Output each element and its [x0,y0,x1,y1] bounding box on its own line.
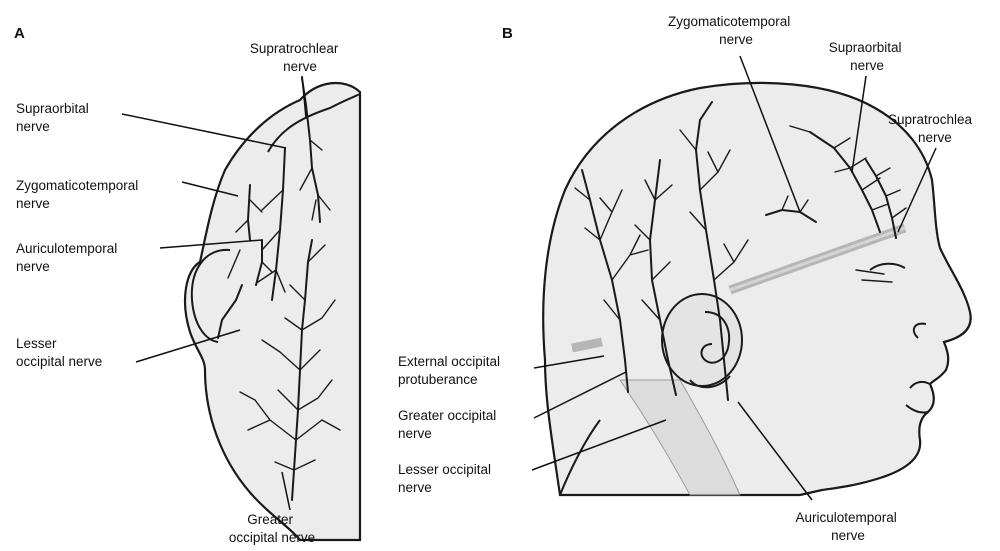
label-b-auriculotemporal-line2: nerve [831,528,865,543]
label-a-supratrochlear-line2: nerve [283,59,317,74]
panel-a: A [14,25,360,545]
label-b-supratrochlear-line1: Supratrochlea [888,112,973,127]
panel-b-head-outline [543,83,970,495]
label-b-zygomaticotemporal-line2: nerve [719,32,753,47]
label-a-lesser-occipital-line1: Lesser [16,336,57,351]
label-b-zygomaticotemporal: Zygomaticotemporal nerve [668,14,794,47]
label-a-supraorbital: Supraorbital nerve [16,101,93,134]
label-b-zygomaticotemporal-line1: Zygomaticotemporal [668,14,790,29]
label-b-lesser-occipital-line2: nerve [398,480,432,495]
label-a-auriculotemporal-line2: nerve [16,259,50,274]
label-a-zygomaticotemporal-line2: nerve [16,196,50,211]
label-b-lesser-occipital: Lesser occipital nerve [398,462,495,495]
label-a-supratrochlear-line1: Supratrochlear [250,41,339,56]
label-a-zygomaticotemporal-line1: Zygomaticotemporal [16,178,138,193]
label-b-greater-occipital-line1: Greater occipital [398,408,496,423]
label-b-supraorbital: Supraorbital nerve [829,40,906,73]
panel-b-occipital-band [572,342,602,348]
label-b-lesser-occipital-line1: Lesser occipital [398,462,491,477]
label-a-greater-occipital-line1: Greater [247,512,293,527]
label-b-supraorbital-line1: Supraorbital [829,40,902,55]
label-b-supratrochlear-line2: nerve [918,130,952,145]
label-b-greater-occipital-line2: nerve [398,426,432,441]
label-b-external-occipital-line2: protuberance [398,372,478,387]
label-a-supratrochlear: Supratrochlear nerve [250,41,342,74]
panel-b-letter: B [502,25,513,42]
label-a-zygomaticotemporal: Zygomaticotemporal nerve [16,178,142,211]
label-b-external-occipital-line1: External occipital [398,354,500,369]
panel-a-head-outline [185,83,360,540]
label-b-auriculotemporal: Auriculotemporal nerve [795,510,900,543]
label-b-supraorbital-line2: nerve [850,58,884,73]
label-a-lesser-occipital: Lesser occipital nerve [16,336,102,369]
label-a-auriculotemporal: Auriculotemporal nerve [16,241,121,274]
panel-b-ear [662,294,742,387]
label-a-supraorbital-line2: nerve [16,119,50,134]
label-a-lesser-occipital-line2: occipital nerve [16,354,102,369]
label-a-supraorbital-line1: Supraorbital [16,101,89,116]
panel-a-letter: A [14,25,25,42]
label-b-external-occipital: External occipital protuberance [398,354,504,387]
label-b-auriculotemporal-line1: Auriculotemporal [795,510,896,525]
label-a-auriculotemporal-line1: Auriculotemporal [16,241,117,256]
label-b-greater-occipital: Greater occipital nerve [398,408,500,441]
panel-b: B [398,14,976,543]
label-a-greater-occipital-line2: occipital nerve [229,530,315,545]
